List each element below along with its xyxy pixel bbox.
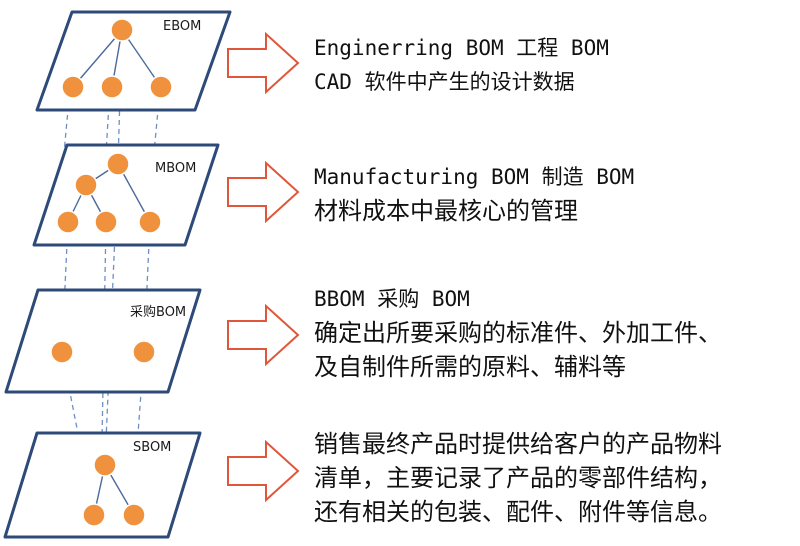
arrow-right-icon [227,303,300,367]
ebom-child-node [100,75,124,99]
ebom-child-node [61,75,85,99]
sbom-child-node [122,503,146,527]
sbom-description: 销售最终产品时提供给客户的产品物料 清单，主要记录了产品的零部件结构， 还有相关… [314,427,722,529]
ebom-desc-line: CAD 软件中产生的设计数据 [314,70,575,94]
arrow-right-icon [227,160,300,224]
purchase-bom-plane [4,288,202,394]
mbom-label: MBOM [155,161,196,176]
ebom-label: EBOM [163,19,201,34]
mbom-mid-node [74,173,98,197]
mbom-child-node [56,210,80,234]
mbom-desc-line: Manufacturing BOM 制造 BOM [314,165,635,189]
sbom-child-node [82,503,106,527]
mbom-root-node [106,152,130,176]
mbom-layer: MBOM [32,143,220,247]
sbom-desc-line: 清单，主要记录了产品的零部件结构， [314,464,722,492]
purchase-bom-description: BBOM 采购 BOM 确定出所要采购的标准件、外加工件、 及自制件所需的原料、… [314,282,722,384]
sbom-label: SBOM [133,440,171,455]
purchase-bom-layer: 采购BOM [4,288,202,394]
mbom-child-node [94,210,118,234]
ebom-desc-line: Enginerring BOM 工程 BOM [314,36,609,60]
arrow-right-icon [227,439,300,503]
ebom-root-node [110,18,134,42]
arrow-right-icon [227,31,300,95]
sbom-layer: SBOM [3,431,202,539]
sbom-desc-line: 还有相关的包装、配件、附件等信息。 [314,498,722,526]
purchase-bom-label: 采购BOM [130,304,186,320]
arrows [227,31,300,503]
ebom-plane [35,10,232,112]
sbom-desc-line: 销售最终产品时提供给客户的产品物料 [314,430,722,458]
ebom-description: Enginerring BOM 工程 BOM CAD 软件中产生的设计数据 [314,31,609,99]
purchase-bom-desc-line: 及自制件所需的原料、辅料等 [314,353,626,381]
mbom-desc-line: 材料成本中最核心的管理 [314,197,578,225]
ebom-child-node [149,75,173,99]
purchase-bom-node [50,340,74,364]
purchase-bom-node [132,340,156,364]
mbom-description: Manufacturing BOM 制造 BOM 材料成本中最核心的管理 [314,160,634,228]
mbom-plane [32,143,220,247]
sbom-root-node [93,453,117,477]
mbom-child-node [138,210,162,234]
ebom-layer: EBOM [35,10,232,112]
sbom-plane [3,431,202,539]
purchase-bom-desc-line: 确定出所要采购的标准件、外加工件、 [314,319,722,347]
purchase-bom-desc-line: BBOM 采购 BOM [314,287,470,311]
